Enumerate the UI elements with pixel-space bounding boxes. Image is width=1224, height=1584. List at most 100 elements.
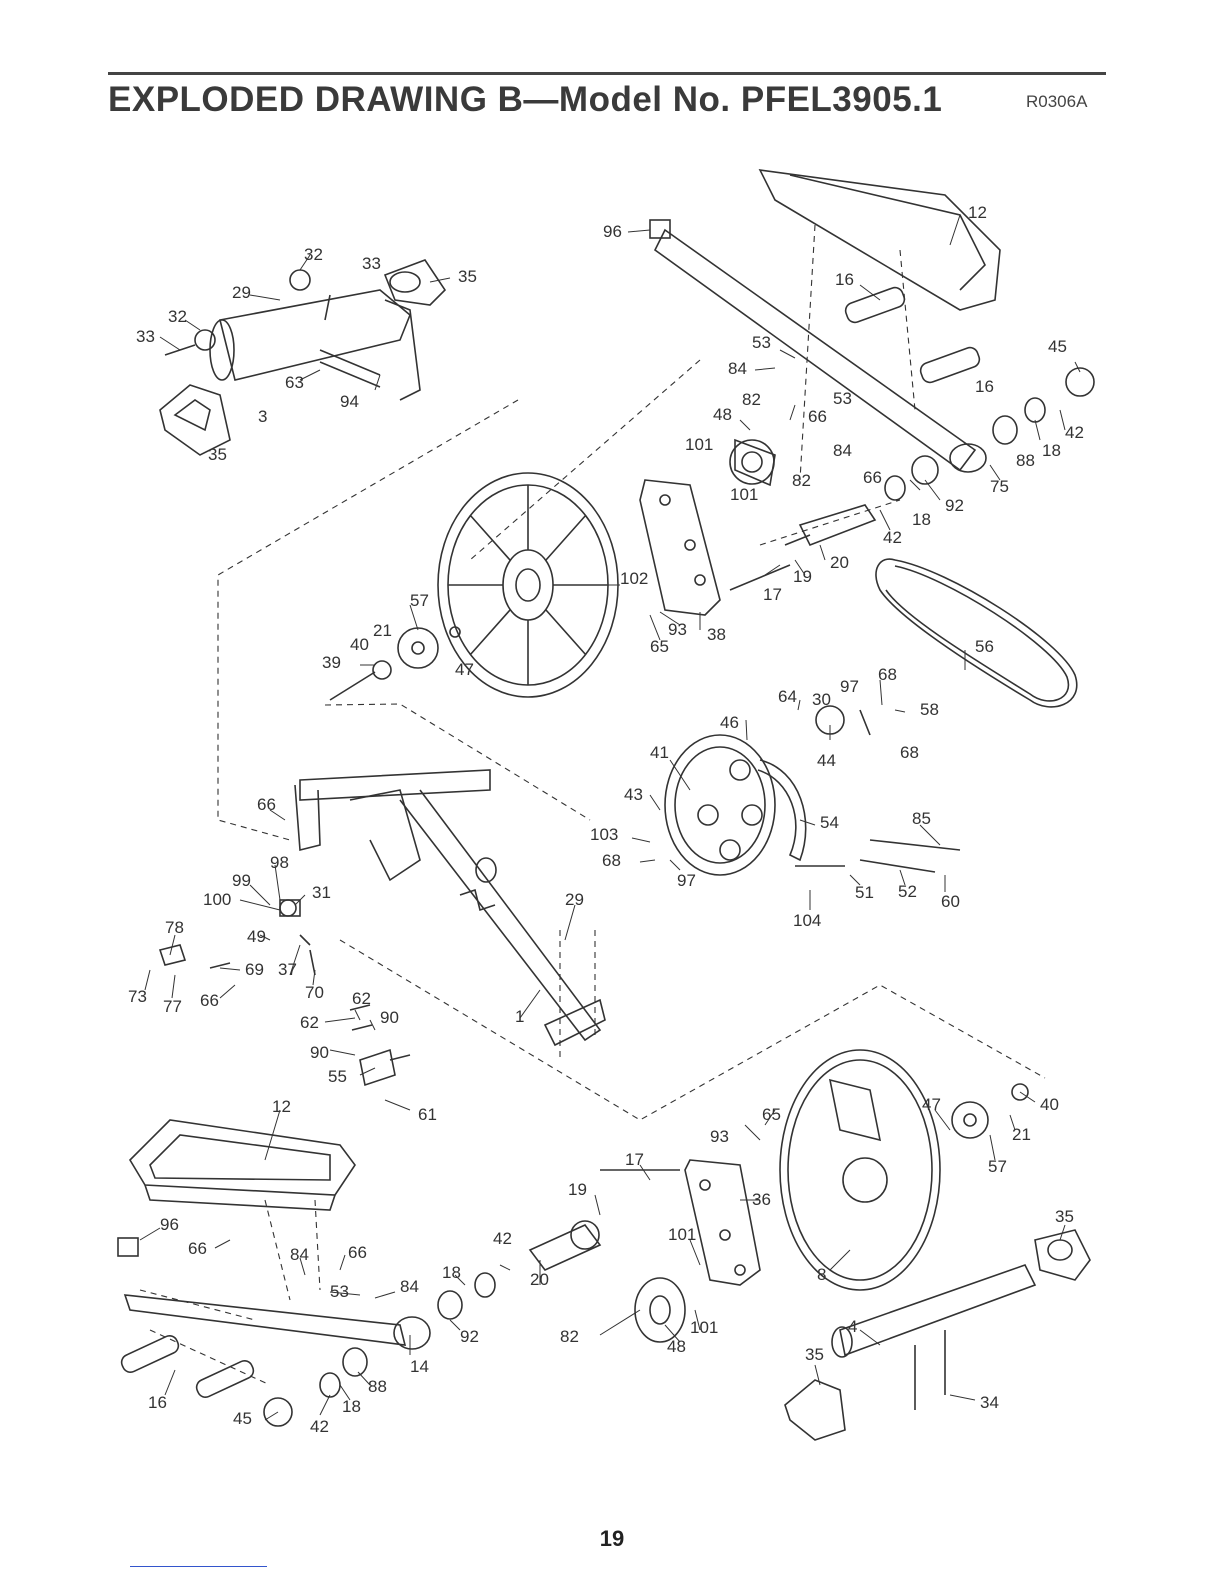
callout-label: 84 — [290, 1245, 309, 1264]
callout-label: 53 — [330, 1282, 349, 1301]
callout-label: 65 — [650, 637, 669, 656]
callout-label: 84 — [728, 359, 747, 378]
top-rule — [108, 72, 1106, 75]
callout-label: 16 — [148, 1393, 167, 1412]
callout-label: 61 — [418, 1105, 437, 1124]
callout-labels: 12 96 16 45 53 84 16 32 33 29 35 32 33 6… — [128, 203, 1084, 1436]
callout-label: 36 — [752, 1190, 771, 1209]
callout-label: 62 — [352, 989, 371, 1008]
callout-label: 63 — [285, 373, 304, 392]
callout-label: 104 — [793, 911, 821, 930]
callout-label: 45 — [1048, 337, 1067, 356]
callout-label: 19 — [793, 567, 812, 586]
callout-label: 17 — [763, 585, 782, 604]
callout-label: 33 — [136, 327, 155, 346]
callout-label: 66 — [808, 407, 827, 426]
callout-label: 45 — [233, 1409, 252, 1428]
callout-label: 96 — [160, 1215, 179, 1234]
callout-label: 32 — [168, 307, 187, 326]
callout-label: 16 — [835, 270, 854, 289]
callout-label: 48 — [713, 405, 732, 424]
callout-label: 101 — [685, 435, 713, 454]
callout-label: 21 — [373, 621, 392, 640]
callout-label: 101 — [730, 485, 758, 504]
callout-label: 1 — [515, 1007, 524, 1026]
callout-label: 40 — [350, 635, 369, 654]
callout-label: 17 — [625, 1150, 644, 1169]
part-brake-wheel-41 — [664, 705, 961, 876]
callout-label: 69 — [245, 960, 264, 979]
callout-label: 97 — [840, 677, 859, 696]
callout-label: 78 — [165, 918, 184, 937]
callout-label: 35 — [208, 445, 227, 464]
part-bracket-31 — [158, 899, 411, 1087]
callout-label: 75 — [990, 477, 1009, 496]
dashed-guides — [139, 224, 1046, 1386]
callout-label: 82 — [742, 390, 761, 409]
callout-label: 4 — [848, 1317, 857, 1336]
callout-label: 84 — [400, 1277, 419, 1296]
callout-label: 60 — [941, 892, 960, 911]
callout-label: 77 — [163, 997, 182, 1016]
callout-label: 42 — [493, 1229, 512, 1248]
callout-label: 38 — [707, 625, 726, 644]
callout-label: 42 — [310, 1417, 329, 1436]
callout-label: 68 — [878, 665, 897, 684]
callout-label: 8 — [817, 1265, 826, 1284]
callout-label: 70 — [305, 983, 324, 1002]
callout-label: 54 — [820, 813, 839, 832]
part-pulley-57 — [329, 626, 461, 701]
callout-label: 53 — [752, 333, 771, 352]
callout-label: 12 — [272, 1097, 291, 1116]
callout-label: 48 — [667, 1337, 686, 1356]
callout-label: 68 — [900, 743, 919, 762]
callout-label: 97 — [677, 871, 696, 890]
callout-label: 88 — [368, 1377, 387, 1396]
callout-label: 65 — [762, 1105, 781, 1124]
callout-label: 92 — [945, 496, 964, 515]
callout-label: 62 — [300, 1013, 319, 1032]
callout-label: 44 — [817, 751, 836, 770]
callout-label: 46 — [720, 713, 739, 732]
callout-label: 41 — [650, 743, 669, 762]
callout-label: 20 — [530, 1270, 549, 1289]
footer-link-underline — [130, 1566, 267, 1567]
callout-label: 12 — [968, 203, 987, 222]
callout-label: 42 — [883, 528, 902, 547]
callout-label: 37 — [278, 960, 297, 979]
callout-label: 73 — [128, 987, 147, 1006]
callout-label: 58 — [920, 700, 939, 719]
callout-label: 66 — [348, 1243, 367, 1262]
callout-label: 84 — [833, 441, 852, 460]
callout-label: 57 — [988, 1157, 1007, 1176]
callout-label: 18 — [1042, 441, 1061, 460]
callout-label: 35 — [805, 1345, 824, 1364]
part-belt-56 — [875, 558, 1078, 708]
callout-label: 90 — [310, 1043, 329, 1062]
callout-label: 56 — [975, 637, 994, 656]
callout-label: 66 — [863, 468, 882, 487]
callout-label: 20 — [830, 553, 849, 572]
part-wheel-8 — [779, 1049, 1029, 1291]
callout-label: 82 — [792, 471, 811, 490]
callout-label: 42 — [1065, 423, 1084, 442]
callout-label: 55 — [328, 1067, 347, 1086]
callout-label: 39 — [322, 653, 341, 672]
page-number: 19 — [599, 1526, 625, 1551]
part-pedal-arm-75 — [649, 169, 1095, 501]
callout-label: 68 — [602, 851, 621, 870]
part-frame-3 — [159, 259, 447, 456]
callout-label: 66 — [257, 795, 276, 814]
callout-label: 35 — [458, 267, 477, 286]
callout-label: 66 — [200, 991, 219, 1010]
callout-label: 35 — [1055, 1207, 1074, 1226]
page-title: EXPLODED DRAWING B—Model No. PFEL3905.1 — [108, 80, 943, 119]
callout-label: 19 — [568, 1180, 587, 1199]
callout-label: 31 — [312, 883, 331, 902]
callout-label: 43 — [624, 785, 643, 804]
callout-label: 101 — [668, 1225, 696, 1244]
callout-label: 47 — [922, 1095, 941, 1114]
callout-label: 53 — [833, 389, 852, 408]
leader-lines — [139, 214, 1081, 1421]
callout-label: 14 — [410, 1357, 429, 1376]
